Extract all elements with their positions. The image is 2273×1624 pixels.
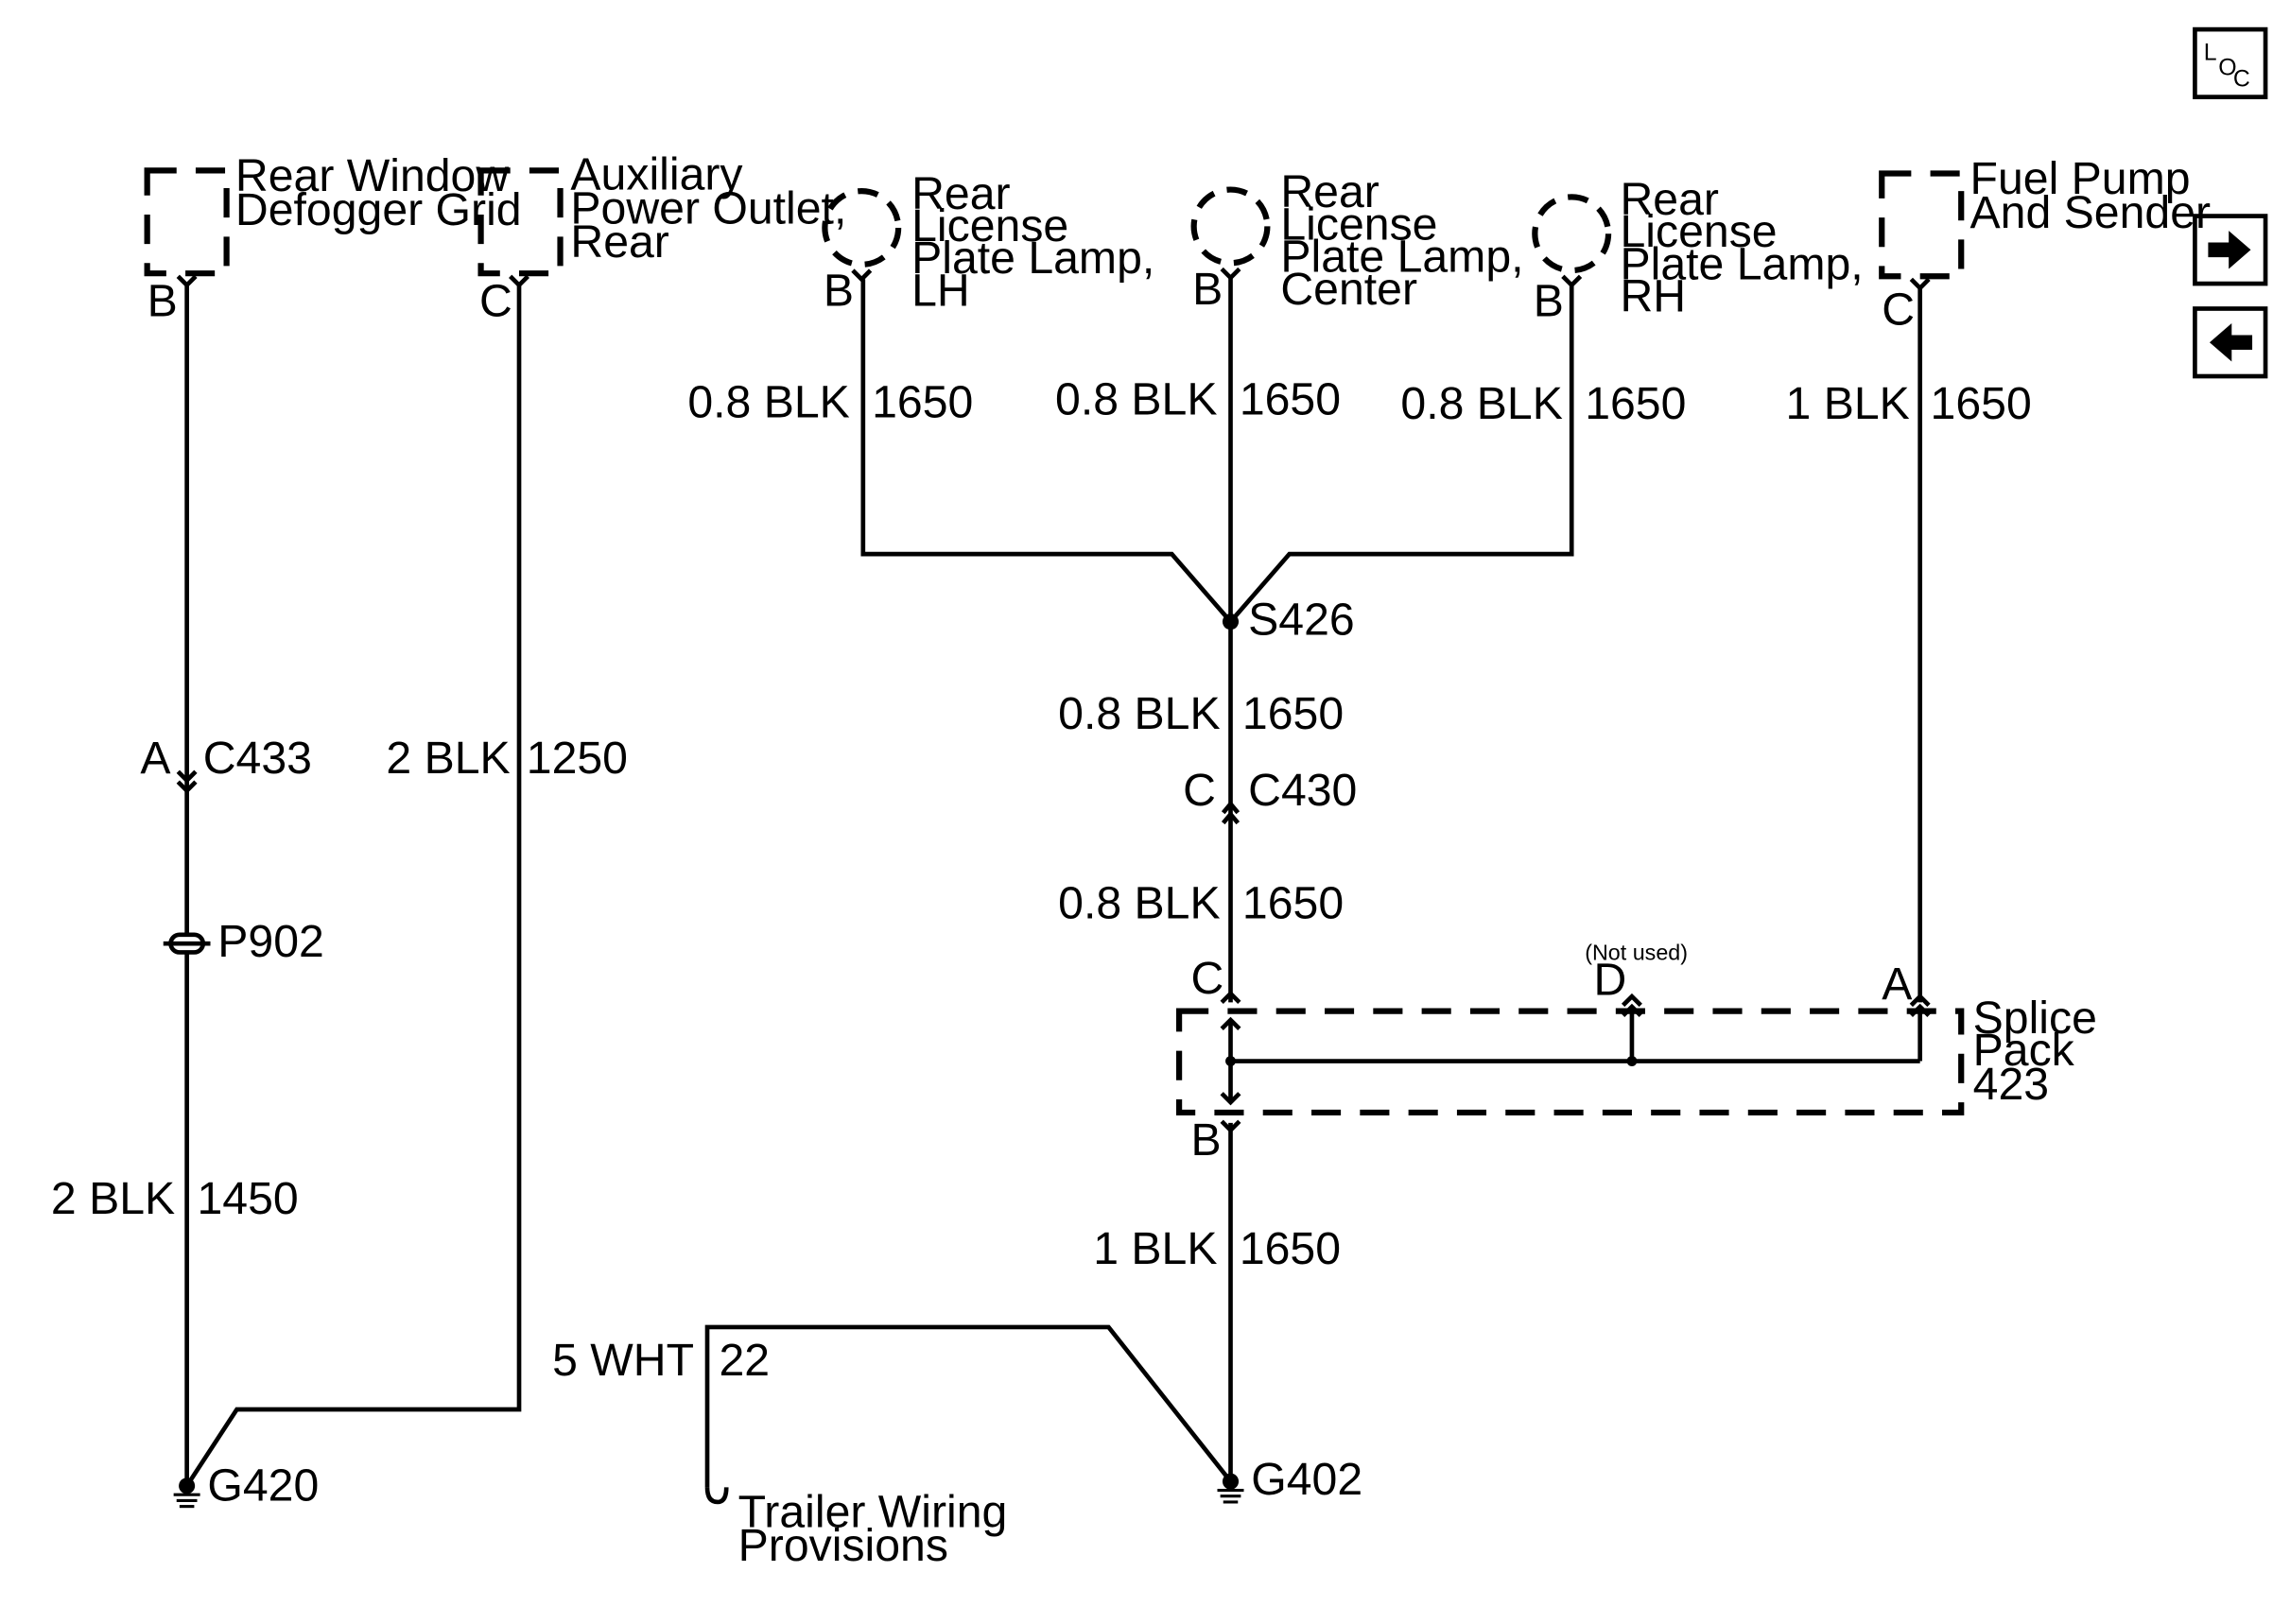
trailer-wiring-label: Trailer Wiring Provisions	[738, 1486, 1008, 1571]
aux-label-line2: Power Outlet,	[570, 182, 846, 233]
connector-c433: A C433	[140, 733, 312, 794]
aux-pin: C	[479, 275, 512, 326]
lamp-rh-component: Rear License Plate Lamp, RH B	[1532, 174, 1864, 326]
wire-lh-gauge: 0.8 BLK	[687, 377, 849, 428]
c430-label: C430	[1248, 765, 1357, 816]
svg-text:O: O	[2218, 54, 2236, 80]
trailer-label-line2: Provisions	[738, 1520, 948, 1571]
lamp-lh-label-line3: Plate Lamp,	[911, 233, 1154, 284]
wire-c430-circuit: 1650	[1242, 878, 1344, 929]
c433-label: C433	[203, 733, 312, 784]
wire-center-circuit: 1650	[1240, 373, 1341, 424]
fuel-pump-pin: C	[1882, 285, 1915, 336]
splice-pack-label-line2: Pack	[1973, 1025, 2075, 1076]
p902-label: P902	[217, 916, 324, 967]
lamp-center-label-line2: License	[1280, 199, 1437, 250]
lamp-rh-label-line3: Plate Lamp,	[1621, 238, 1864, 289]
fuel-pump-label-line2: And Sender	[1970, 187, 2212, 238]
lamp-lh-label-line4: LH	[911, 265, 970, 316]
fuel-pump-label-line1: Fuel Pump	[1970, 153, 2191, 204]
wire-aux-circuit: 1250	[527, 733, 628, 784]
aux-label-line1: Auxiliary	[570, 149, 742, 200]
right-arrow-icon	[2208, 231, 2251, 269]
s426-label: S426	[1248, 595, 1355, 646]
splice-pin-b: B	[1191, 1114, 1222, 1166]
ground-g402: G402	[1217, 1454, 1362, 1505]
wire-fuel-circuit: 1650	[1931, 378, 2032, 429]
lamp-lh-label-line2: License	[911, 200, 1068, 251]
wire-s426-gauge: 0.8 BLK	[1058, 688, 1220, 739]
lamp-center-label-line4: Center	[1280, 264, 1417, 315]
g402-label: G402	[1251, 1454, 1362, 1505]
wire-lh-circuit: 1650	[872, 377, 973, 428]
defogger-grid-component: Rear Window Defogger Grid B	[144, 150, 522, 326]
connector-p902: P902	[163, 916, 324, 967]
wire-fuel-gauge: 1 BLK	[1786, 378, 1910, 429]
splice-pack-423: Splice Pack 423 C B D (Not used) A	[1175, 940, 2097, 1166]
defogger-label-line1: Rear Window	[235, 150, 509, 201]
trailer-label-line1: Trailer Wiring	[738, 1486, 1008, 1537]
svg-text:C: C	[2233, 66, 2250, 93]
not-used-label: (Not used)	[1585, 940, 1688, 964]
lamp-lh-component: Rear License Plate Lamp, LH B	[822, 168, 1154, 316]
wire-rh-circuit: 1650	[1585, 378, 1686, 429]
wire-g402-gauge: 1 BLK	[1093, 1223, 1217, 1274]
splice-pin-d: D	[1594, 955, 1627, 1006]
wire-aux-gauge: 2 BLK	[386, 733, 510, 784]
wire-trailer-gauge: 5 WHT	[552, 1335, 694, 1386]
lamp-lh-label-line1: Rear	[911, 168, 1010, 219]
wire-g402-circuit: 1650	[1240, 1223, 1341, 1274]
wire-c430-gauge: 0.8 BLK	[1058, 878, 1220, 929]
lamp-rh-label-line2: License	[1621, 206, 1778, 257]
location-view-button[interactable]: L O C	[2193, 26, 2268, 99]
fuel-pump-component: Fuel Pump And Sender C	[1879, 153, 2212, 336]
c433-pin: A	[140, 733, 171, 784]
splice-pin-a: A	[1882, 959, 1913, 1010]
next-page-button[interactable]	[2193, 214, 2268, 286]
wire-trailer-circuit: 22	[719, 1335, 770, 1386]
wires	[184, 277, 1923, 1505]
connector-c430: C C430	[1183, 765, 1357, 825]
lamp-center-label-line3: Plate Lamp,	[1280, 232, 1523, 283]
aux-label-line3: Rear	[570, 216, 668, 268]
wire-rh-gauge: 0.8 BLK	[1400, 378, 1562, 429]
g420-label: G420	[207, 1460, 319, 1511]
lamp-rh-label-line4: RH	[1621, 271, 1687, 322]
defogger-pin: B	[147, 275, 178, 326]
ground-g420: G420	[173, 1460, 319, 1511]
aux-power-outlet-component: Auxiliary Power Outlet, Rear C	[477, 149, 846, 326]
svg-text:L: L	[2204, 40, 2217, 66]
defogger-label-line2: Defogger Grid	[235, 184, 522, 235]
lamp-lh-pin: B	[824, 265, 854, 316]
wire-center-gauge: 0.8 BLK	[1055, 373, 1217, 424]
lamp-rh-pin: B	[1534, 275, 1564, 326]
wire-s426-circuit: 1650	[1242, 688, 1344, 739]
lamp-center-component: Rear License Plate Lamp, Center B	[1190, 166, 1524, 315]
left-arrow-icon	[2209, 323, 2253, 362]
c430-pin: C	[1183, 765, 1216, 816]
lamp-center-label-line1: Rear	[1280, 166, 1379, 217]
splice-pack-label-line3: 423	[1973, 1059, 2049, 1110]
lamp-center-pin: B	[1192, 264, 1223, 315]
wire-defog-circuit: 1450	[198, 1173, 299, 1224]
splice-s426: S426	[1222, 595, 1355, 646]
lamp-rh-label-line1: Rear	[1621, 174, 1719, 225]
splice-pack-label-line1: Splice	[1973, 993, 2097, 1044]
wire-defog-gauge: 2 BLK	[51, 1173, 175, 1224]
previous-page-button[interactable]	[2193, 306, 2268, 379]
splice-pin-c: C	[1191, 953, 1224, 1004]
